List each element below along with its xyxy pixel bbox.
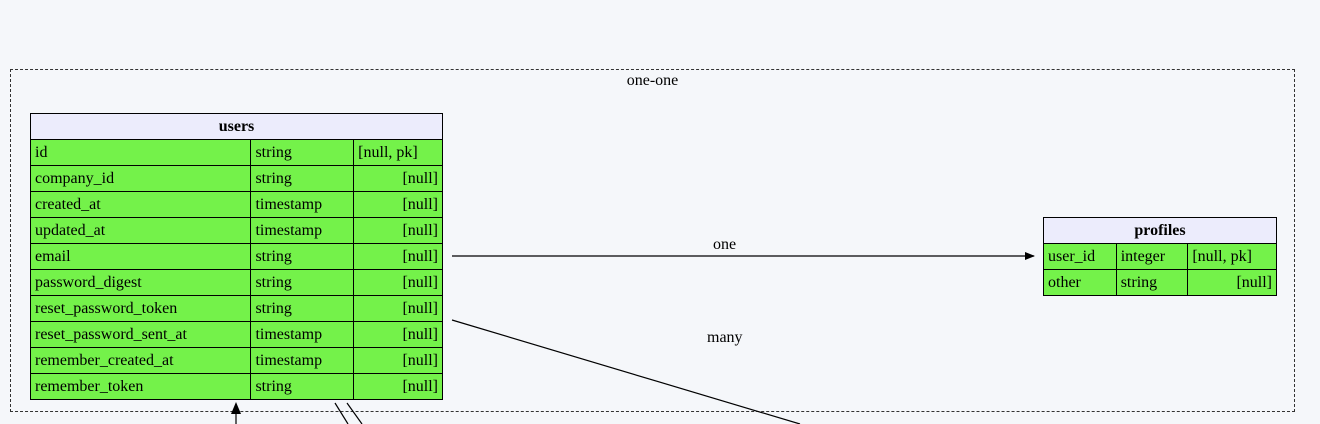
field-attrs: [null] bbox=[353, 321, 443, 348]
field-type: integer bbox=[1115, 243, 1189, 270]
field-attrs: [null] bbox=[353, 217, 443, 244]
field-name: password_digest bbox=[29, 269, 252, 296]
field-type: string bbox=[250, 373, 355, 400]
table-row: id string [null, pk] bbox=[29, 139, 443, 166]
table-row: user_id integer [null, pk] bbox=[1043, 243, 1277, 270]
table-row: company_id string [null] bbox=[29, 165, 443, 192]
users-entity-table: users id string [null, pk] company_id st… bbox=[29, 113, 443, 400]
field-name: other bbox=[1043, 269, 1117, 296]
edge-self-line-1 bbox=[334, 402, 349, 424]
field-attrs: [null] bbox=[353, 165, 443, 192]
edge-many-line bbox=[451, 319, 801, 424]
field-attrs: [null] bbox=[353, 269, 443, 296]
table-row: remember_token string [null] bbox=[29, 373, 443, 400]
profiles-entity-table: profiles user_id integer [null, pk] othe… bbox=[1043, 217, 1277, 296]
field-type: timestamp bbox=[250, 191, 355, 218]
field-name: user_id bbox=[1043, 243, 1117, 270]
field-attrs: [null] bbox=[1187, 269, 1277, 296]
edge-label-many: many bbox=[707, 329, 743, 346]
users-table-title: users bbox=[30, 113, 443, 140]
cluster-one-one bbox=[10, 69, 1295, 412]
field-name: updated_at bbox=[29, 217, 252, 244]
table-row: updated_at timestamp [null] bbox=[29, 217, 443, 244]
table-row: password_digest string [null] bbox=[29, 269, 443, 296]
field-attrs: [null] bbox=[353, 191, 443, 218]
table-row: email string [null] bbox=[29, 243, 443, 270]
field-name: created_at bbox=[29, 191, 252, 218]
field-name: company_id bbox=[29, 165, 252, 192]
cluster-label: one-one bbox=[626, 72, 679, 89]
table-row: created_at timestamp [null] bbox=[29, 191, 443, 218]
edge-self-line-2 bbox=[346, 402, 363, 424]
profiles-table-title: profiles bbox=[1043, 217, 1277, 244]
table-row: remember_created_at timestamp [null] bbox=[29, 347, 443, 374]
edge-label-one: one bbox=[713, 236, 737, 253]
field-type: string bbox=[250, 269, 355, 296]
field-type: timestamp bbox=[250, 217, 355, 244]
field-attrs: [null, pk] bbox=[353, 139, 443, 166]
field-attrs: [null] bbox=[353, 373, 443, 400]
table-row: other string [null] bbox=[1043, 269, 1277, 296]
field-name: id bbox=[29, 139, 252, 166]
field-name: remember_token bbox=[29, 373, 252, 400]
field-name: email bbox=[29, 243, 252, 270]
field-name: remember_created_at bbox=[29, 347, 252, 374]
field-type: string bbox=[250, 295, 355, 322]
field-type: string bbox=[250, 165, 355, 192]
edge-incoming-arrowhead bbox=[231, 402, 241, 414]
